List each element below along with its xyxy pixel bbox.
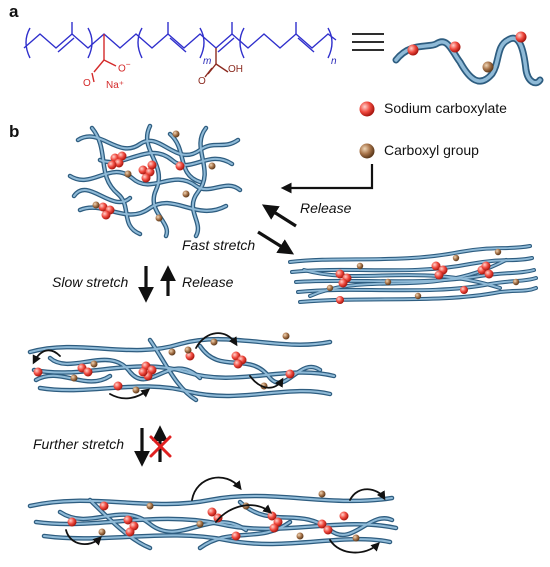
sodium-clusters: [33, 351, 295, 391]
network-slow-stretched: [27, 332, 337, 403]
label-release-top: Release: [300, 200, 352, 216]
sodium-carboxylate-bead: [515, 31, 527, 43]
carboxyl-beads: [70, 332, 290, 394]
legend-carboxyl-group: Carboxyl group: [384, 142, 479, 158]
carboxyl-group-bead: [482, 61, 494, 73]
carboxyl-oxygen-double: O: [198, 76, 206, 87]
sodium-clusters: [98, 151, 185, 220]
label-release-mid: Release: [182, 274, 234, 290]
repeat-index-m: m: [203, 56, 212, 67]
single-chain-illustration: [392, 31, 544, 87]
sodium-clusters: [335, 261, 494, 304]
carboxylate-oxygen-double: O: [83, 78, 91, 89]
carboxyl-beads: [92, 130, 216, 222]
label-fast-stretch: Fast stretch: [182, 237, 256, 253]
release-diagonal-arrow: [261, 204, 297, 228]
legend-sodium-carboxylate: Sodium carboxylate: [384, 100, 507, 116]
panel-label-a: a: [9, 2, 19, 21]
network-fast-stretched: [288, 244, 538, 304]
panel-label-b: b: [9, 122, 20, 141]
repeat-index-n: n: [331, 56, 337, 67]
sodium-carboxylate-bead: [449, 41, 461, 53]
carboxylate-oxygen: O−: [118, 59, 131, 75]
legend-sodium-marker: [359, 101, 375, 117]
carboxyl-beads: [326, 248, 520, 300]
forbidden-cross: [149, 435, 172, 458]
network-relaxed: [67, 123, 243, 239]
carboxylate-sidechain: [91, 34, 117, 83]
sodium-counterion: Na⁺: [106, 80, 125, 91]
release-return-arrow: [280, 164, 374, 194]
sodium-clusters: [67, 501, 349, 541]
polymer-structure: [23, 22, 337, 59]
exchange-arrows: [65, 476, 386, 554]
sodium-carboxylate-bead: [407, 44, 419, 56]
carboxyl-sidechain: [204, 48, 229, 78]
fast-stretch-arrow: [257, 230, 295, 255]
network-further-stretched: [27, 476, 399, 554]
legend-carboxyl-marker: [359, 143, 375, 159]
equivalence-sign: [352, 33, 384, 51]
carboxyl-hydroxyl: OH: [228, 64, 243, 75]
label-further-stretch: Further stretch: [33, 436, 125, 452]
label-slow-stretch: Slow stretch: [52, 274, 129, 290]
exchange-arrows: [32, 332, 284, 400]
